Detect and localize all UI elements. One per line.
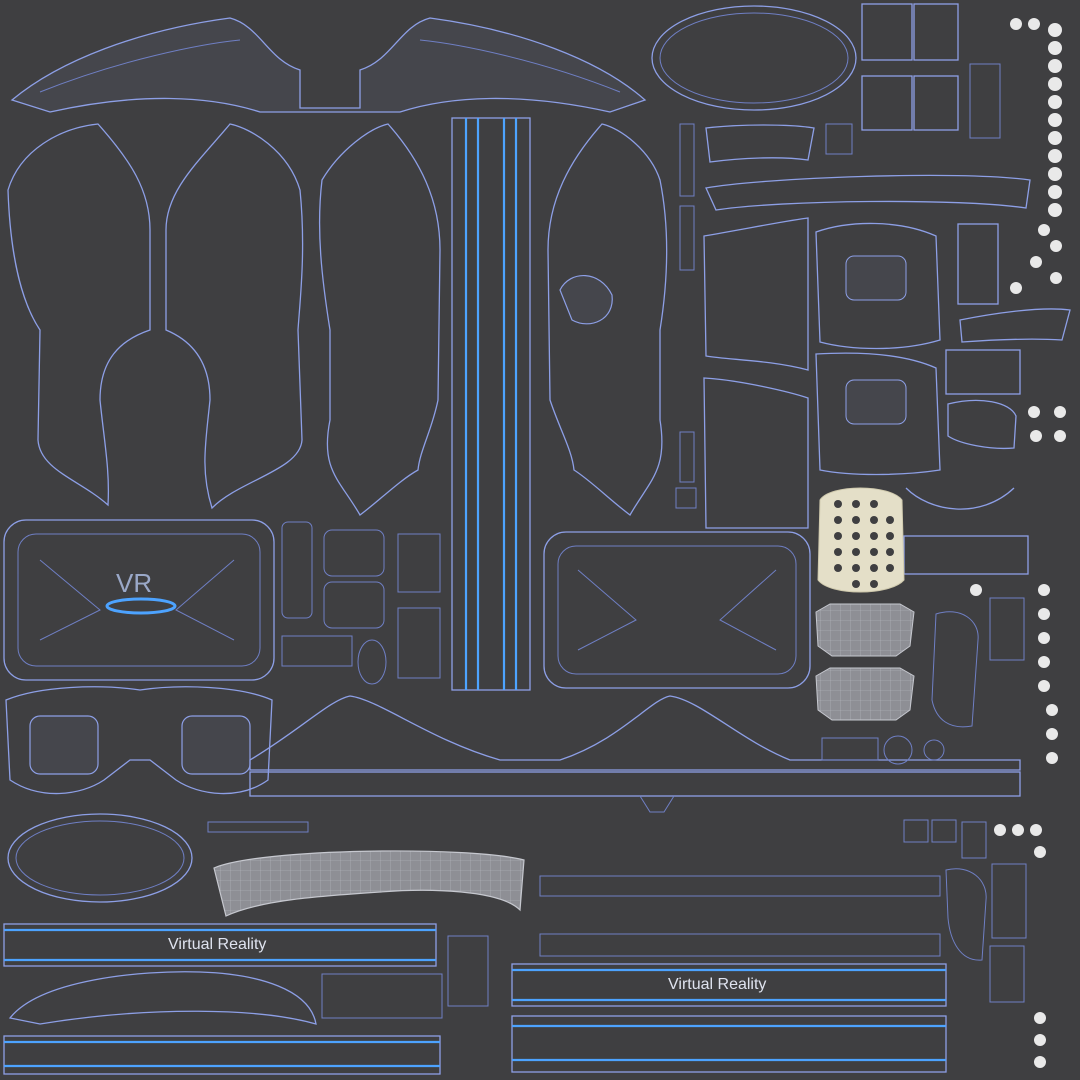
uv-island-arch-bottom — [8, 971, 317, 1025]
uv-island-faceplate-left — [3, 519, 275, 681]
uv-island-dot-column — [970, 18, 1066, 1068]
uv-island-shell-mid-b — [547, 123, 668, 516]
uv-island-faceplate-right — [543, 531, 811, 689]
strip-label-1: Virtual Reality — [168, 936, 267, 953]
uv-island-shell-left-b — [165, 123, 304, 510]
uv-island-strip-3 — [511, 1015, 947, 1073]
uv-island-lens-pads — [815, 603, 915, 721]
strip-label-2: Virtual Reality — [668, 976, 767, 993]
uv-island-goggle-frame — [5, 686, 273, 795]
vr-logo-text: VR — [116, 568, 153, 598]
uv-island-headband-top — [10, 17, 647, 113]
uv-island-oval-bottom — [7, 813, 193, 903]
vr-logo-swoosh-icon — [105, 597, 177, 615]
uv-island-shell-left-a — [7, 123, 151, 507]
uv-island-center-strap — [451, 117, 531, 691]
uv-island-shell-mid-a — [318, 123, 441, 516]
vr-logo: VR — [104, 566, 178, 618]
uv-island-strip-1 — [3, 923, 437, 967]
uv-island-wave-strap — [249, 695, 1021, 813]
uv-island-side-panels — [703, 3, 1071, 575]
uv-island-strip-4 — [3, 1035, 441, 1075]
uv-island-perforated-pad — [817, 487, 905, 593]
uv-island-small-parts — [207, 63, 1027, 1019]
uv-island-strip-2 — [511, 963, 947, 1007]
uv-island-oval-top — [651, 5, 857, 111]
uv-island-cushion-light — [213, 850, 525, 917]
